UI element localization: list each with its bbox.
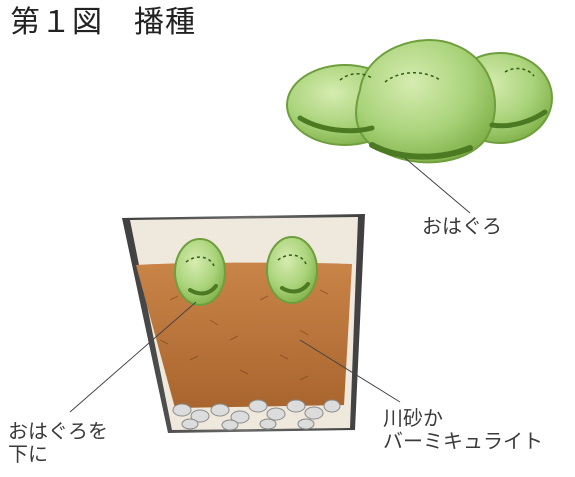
label-ohaguro-down: おはぐろを 下に: [8, 419, 108, 466]
bean-front: [355, 39, 496, 164]
pot-gravel: [172, 399, 341, 431]
planted-bean-left: [174, 238, 226, 306]
hilum-mark-front: [369, 142, 473, 160]
leader-line-soil: [299, 339, 401, 403]
hilum-mark-right: [489, 109, 548, 129]
hilum-mark-left: [297, 115, 375, 134]
leader-line-ohaguro: [404, 157, 471, 214]
label-soil: 川砂か バーミキュライト: [383, 406, 543, 453]
seed-pot-illustration: [69, 214, 401, 433]
fava-beans-illustration: [286, 39, 553, 214]
leader-line-ohaguro-down: [69, 301, 197, 413]
planted-bean-right: [266, 236, 318, 304]
label-ohaguro: おはぐろ: [422, 214, 502, 238]
figure-title: 第１図 播種: [10, 5, 196, 40]
